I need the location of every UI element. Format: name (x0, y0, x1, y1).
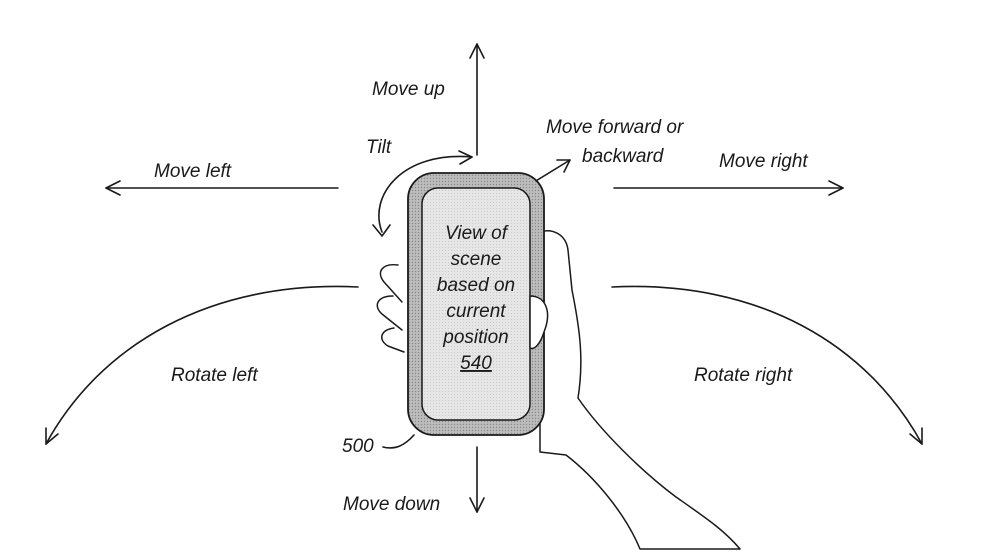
rotate-right-arc (611, 285, 923, 445)
label-move-forward-line1: Move forward or (546, 117, 684, 138)
screen-text-line-4: current (446, 301, 506, 322)
label-move-right: Move right (719, 151, 808, 172)
screen-text-line-3: based on (437, 275, 515, 296)
move-right-arrow (613, 180, 844, 196)
screen-text-line-1: View of (445, 223, 509, 244)
label-rotate-right: Rotate right (694, 365, 793, 386)
label-tilt: Tilt (366, 137, 392, 158)
tilt-arrow (372, 150, 473, 237)
screen-text-line-5: position (442, 327, 509, 348)
label-rotate-left: Rotate left (171, 365, 258, 386)
device-reference-leader (382, 434, 415, 449)
screen-caption: View of scene based on current position … (437, 223, 515, 374)
mobile-device (407, 172, 545, 436)
label-move-down: Move down (343, 494, 440, 515)
rotate-left-arc (45, 285, 359, 445)
label-move-up: Move up (372, 79, 445, 100)
device-reference-number: 500 (342, 436, 374, 457)
label-move-left: Move left (154, 161, 232, 182)
screen-text-line-2: scene (451, 249, 502, 270)
move-left-arrow (105, 180, 339, 196)
move-down-arrow (469, 446, 485, 513)
screen-reference-number: 540 (460, 353, 492, 374)
hand-illustration (376, 230, 741, 550)
move-up-arrow (469, 43, 485, 156)
label-move-forward-line2: backward (582, 146, 665, 167)
